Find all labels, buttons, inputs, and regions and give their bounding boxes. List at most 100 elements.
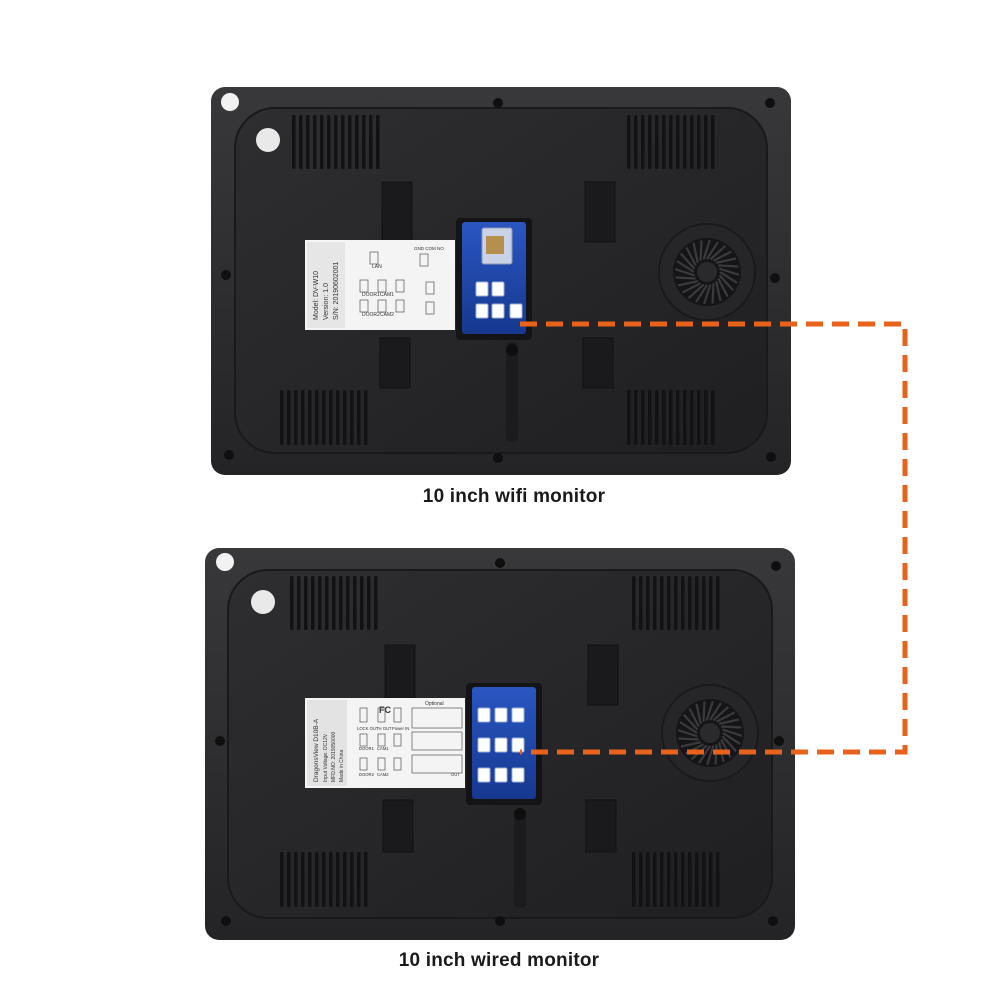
speaker-fin [717,277,729,298]
vent-slot [294,390,298,445]
speaker-fin [674,268,695,277]
vent-slot [667,852,671,907]
vent-slot [315,390,319,445]
speaker-fin [698,745,711,764]
label-text-3: S/N: 20190602001 [333,262,340,320]
speaker-fin [681,282,702,294]
vent-slot [313,115,317,169]
vent-slot [690,390,694,445]
speaker-fin [678,737,699,741]
vent-slot [709,852,713,907]
vent-slot [660,852,664,907]
vent-slot [308,390,312,445]
speaker-fin [720,738,732,759]
vent-slot [311,576,315,630]
connector-port-icon [491,281,505,297]
wifi-monitor-back: Model: DV-W10 Version: 1.0 S/N: 20190602… [211,87,791,475]
speaker-fin [677,280,699,287]
speaker-fin [692,242,699,264]
vent-slot [697,390,701,445]
vent-slot [376,115,380,169]
speaker-fin [688,707,700,728]
vent-slot [332,576,336,630]
terminal-label-door2: DOOR2 [362,312,380,318]
vent-slot [627,115,631,169]
vent-slot [348,115,352,169]
speaker-fin [709,702,722,721]
vent-slot [676,390,680,445]
connector-port-group [477,707,525,783]
speaker-fin [677,729,698,738]
vent-slot [634,115,638,169]
speaker-fin [702,701,706,722]
terminal-label-cam2: CAM2 [380,312,394,318]
vent-slot [681,576,685,630]
vent-slot [711,115,715,169]
vent-slot [292,115,296,169]
terminal-label-out: OUT [451,772,460,777]
terminal-label-power-in: Power IN [392,726,409,731]
vent-slot [695,852,699,907]
vent-slot [639,852,643,907]
vent-slot [669,390,673,445]
vent-slot [688,576,692,630]
label-text-2: Version: 1.0 [323,283,330,320]
vent-slot [334,115,338,169]
terminal-label-cam2: CAM2 [377,772,389,777]
connector-port-icon [491,303,505,319]
speaker-grille-icon [658,223,756,321]
vent-slot [329,390,333,445]
vent-slot [711,390,715,445]
vent-slot [355,115,359,169]
vent-slot [660,576,664,630]
vent-slot [280,852,284,907]
vent-slot [350,390,354,445]
vent-slot [646,576,650,630]
speaker-fin [695,703,702,725]
vent-slot [325,576,329,630]
vent-slot [301,390,305,445]
vent-slot [704,390,708,445]
connector-port-icon [509,303,523,319]
speaker-fin [719,267,740,276]
terminal-label-lan: LAN [372,264,382,270]
label-pin-diagram-group [359,707,463,774]
vent-slot [362,115,366,169]
connector-port-icon [511,737,525,753]
vent-slot [350,852,354,907]
speaker-fin [706,745,715,766]
vent-slot [669,115,673,169]
vent-slot [301,852,305,907]
vent-slot [360,576,364,630]
vent-slot [364,390,368,445]
vent-slot [704,115,708,169]
vent-slot [364,852,368,907]
vent-slot [653,852,657,907]
speaker-fin [679,252,696,270]
ce-sticker-icon [256,128,280,152]
speaker-fin [712,250,733,262]
screw-icon [216,553,234,571]
vent-slot [374,576,378,630]
terminal-label-th-out: TH OUT [376,726,392,731]
speaker-fin [718,718,740,725]
speaker-fin [703,284,712,305]
vent-slot [655,390,659,445]
connector-port-icon [494,707,508,723]
vent-slot [716,576,720,630]
vent-slot [367,576,371,630]
vent-slot [287,852,291,907]
vent-slot [655,115,659,169]
speaker-fin [718,264,739,268]
vent-slot [632,576,636,630]
module-header: GND COM NO [414,246,444,251]
vent-slot [653,576,657,630]
speaker-fin [721,725,742,729]
vent-slot [327,115,331,169]
vent-slot [667,576,671,630]
speaker-fin [715,257,737,264]
vent-slot [280,390,284,445]
connector-port-icon [494,737,508,753]
speaker-fin [712,705,730,722]
vent-slot [357,852,361,907]
